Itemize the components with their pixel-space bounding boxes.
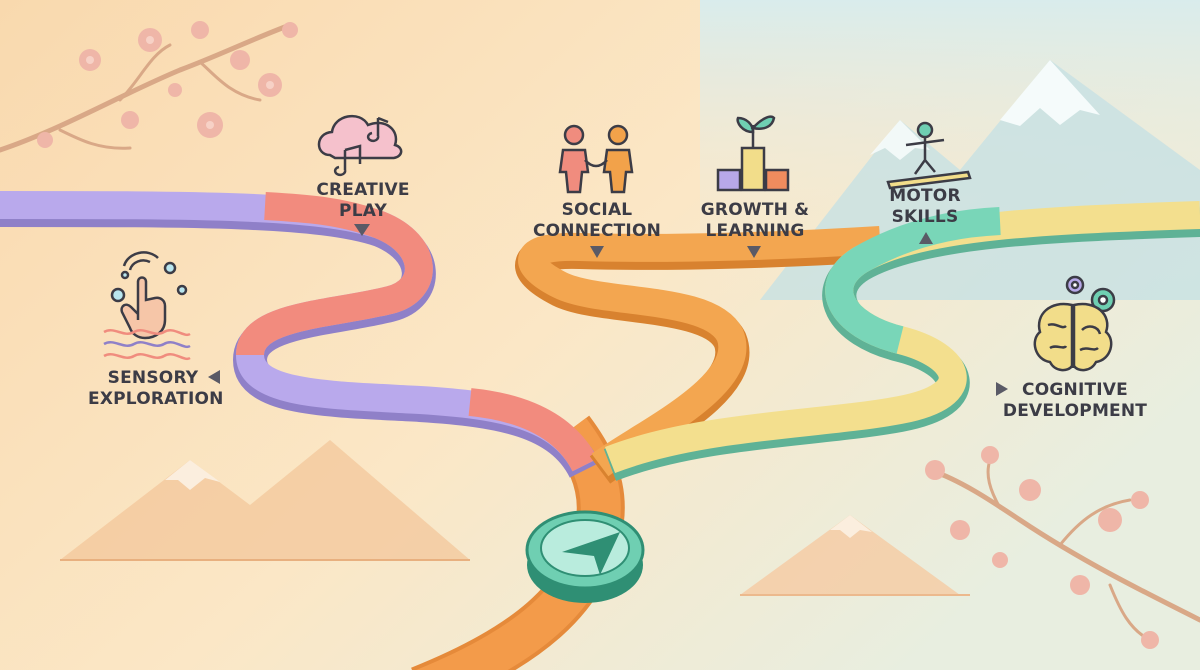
label-cognitive-development: COGNITIVE DEVELOPMENT [1000, 380, 1150, 422]
label-line: SOCIAL [561, 200, 633, 220]
label-line: SENSORY [107, 368, 199, 388]
mountain-icon [740, 515, 970, 596]
label-line: MOTOR [889, 186, 961, 206]
pointer-sensory [208, 370, 220, 384]
label-sensory-exploration: SENSORY EXPLORATION [88, 368, 224, 410]
label-creative-play: CREATIVE PLAY [303, 180, 423, 222]
label-line: PLAY [339, 201, 387, 221]
brain-gears-icon [1033, 275, 1116, 372]
pointer-growth [747, 246, 761, 258]
label-line: EXPLORATION [88, 389, 224, 409]
label-line: COGNITIVE [1022, 380, 1128, 400]
label-motor-skills: MOTOR SKILLS [870, 186, 980, 228]
hand-water-bubbles-icon [103, 251, 191, 361]
holding-hands-icon [558, 124, 634, 194]
label-social-connection: SOCIAL CONNECTION [527, 200, 667, 242]
label-line: LEARNING [705, 221, 805, 241]
label-line: CREATIVE [316, 180, 410, 200]
label-growth-learning: GROWTH & LEARNING [690, 200, 820, 242]
road-social-growth [515, 226, 882, 484]
sprout-blocks-icon [716, 115, 790, 192]
label-line: SKILLS [891, 207, 959, 227]
label-line: DEVELOPMENT [1002, 401, 1148, 421]
balance-board-icon [886, 121, 972, 190]
pointer-social [590, 246, 604, 258]
cherry-blossom-branch-icon [0, 22, 293, 153]
road-sensory-creative [0, 191, 601, 479]
pointer-creative-play [354, 224, 370, 236]
pointer-motor [919, 232, 933, 244]
mountain-icon [60, 440, 470, 561]
label-line: CONNECTION [532, 221, 662, 241]
pointer-cognitive [996, 382, 1008, 396]
road-motor-cognitive [603, 201, 1200, 481]
cloud-music-icon [317, 114, 403, 177]
label-line: GROWTH & [700, 200, 810, 220]
compass-navigation-icon [525, 510, 645, 603]
